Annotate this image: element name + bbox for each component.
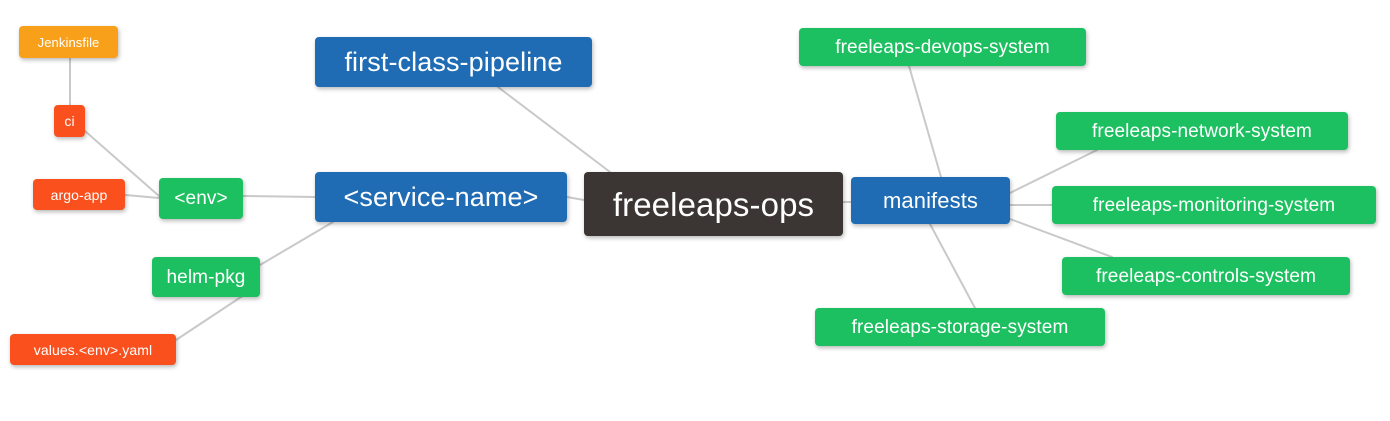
node-label-freeleaps-storage-system: freeleaps-storage-system xyxy=(851,316,1069,338)
node-label-helm-pkg: helm-pkg xyxy=(166,266,246,288)
node-jenkinsfile[interactable]: Jenkinsfile xyxy=(19,26,118,58)
node-label-service-name: <service-name> xyxy=(343,181,539,212)
node-label-freeleaps-monitoring-system: freeleaps-monitoring-system xyxy=(1092,194,1336,216)
node-freeleaps-controls-system[interactable]: freeleaps-controls-system xyxy=(1062,257,1350,295)
node-label-first-class-pipeline: first-class-pipeline xyxy=(344,46,563,77)
node-label-ci: ci xyxy=(64,113,75,129)
edge-first-class-pipeline-to-freeleaps-ops xyxy=(497,86,611,173)
node-first-class-pipeline[interactable]: first-class-pipeline xyxy=(315,37,592,87)
node-freeleaps-devops-system[interactable]: freeleaps-devops-system xyxy=(799,28,1086,66)
node-helm-pkg[interactable]: helm-pkg xyxy=(152,257,260,297)
node-manifests[interactable]: manifests xyxy=(851,177,1010,224)
node-label-argo-app: argo-app xyxy=(50,186,108,203)
edge-service-name-to-freeleaps-ops xyxy=(566,196,585,201)
node-freeleaps-monitoring-system[interactable]: freeleaps-monitoring-system xyxy=(1052,186,1376,224)
edge-env-to-service-name xyxy=(242,195,316,198)
node-ci[interactable]: ci xyxy=(54,105,85,137)
node-freeleaps-network-system[interactable]: freeleaps-network-system xyxy=(1056,112,1348,150)
node-label-freeleaps-devops-system: freeleaps-devops-system xyxy=(835,36,1050,58)
node-label-env: <env> xyxy=(174,188,228,209)
node-label-manifests: manifests xyxy=(882,187,979,213)
node-service-name[interactable]: <service-name> xyxy=(315,172,567,222)
node-argo-app[interactable]: argo-app xyxy=(33,179,125,210)
node-env[interactable]: <env> xyxy=(159,178,243,219)
node-label-jenkinsfile: Jenkinsfile xyxy=(37,34,100,50)
edge-manifests-to-freeleaps-storage-system xyxy=(929,223,976,309)
edge-values-yaml-to-helm-pkg xyxy=(175,294,245,341)
edge-manifests-to-freeleaps-controls-system xyxy=(1009,218,1113,258)
node-label-freeleaps-network-system: freeleaps-network-system xyxy=(1092,120,1312,142)
edge-argo-app-to-env xyxy=(124,194,160,199)
node-values-yaml[interactable]: values.<env>.yaml xyxy=(10,334,176,365)
node-label-values-yaml: values.<env>.yaml xyxy=(33,341,153,358)
edge-helm-pkg-to-service-name xyxy=(259,221,334,266)
node-label-freeleaps-ops: freeleaps-ops xyxy=(612,185,815,223)
node-freeleaps-ops[interactable]: freeleaps-ops xyxy=(584,172,843,236)
node-freeleaps-storage-system[interactable]: freeleaps-storage-system xyxy=(815,308,1105,346)
edge-manifests-to-freeleaps-devops-system xyxy=(908,65,942,178)
node-label-freeleaps-controls-system: freeleaps-controls-system xyxy=(1095,265,1317,287)
